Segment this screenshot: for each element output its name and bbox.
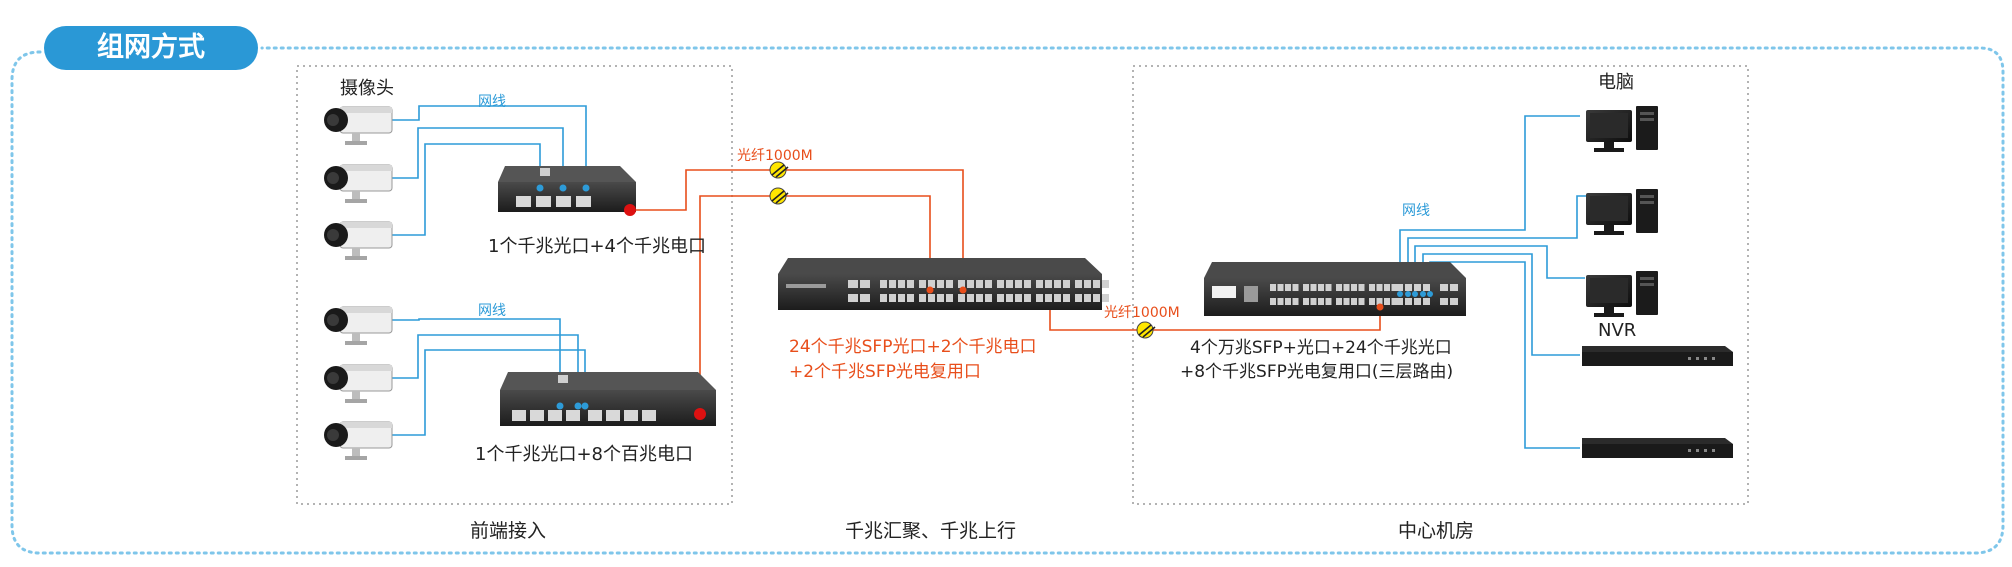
aggregation-switch <box>778 258 1109 310</box>
small-switch <box>498 166 636 216</box>
cable-pc3 <box>1414 245 1585 292</box>
cable-cam1 <box>392 105 587 186</box>
small-switch-caption: 1个千兆光口+4个千兆电口 <box>488 236 706 257</box>
outer-dotted-border <box>10 46 2005 555</box>
fiber-links <box>630 169 1381 410</box>
fiber-markers <box>769 161 1156 339</box>
diagram-title: 组网方式 <box>97 32 205 63</box>
small-switch-fiber-port <box>624 204 636 216</box>
cameras-label: 摄像头 <box>340 78 394 99</box>
fiber-label-top: 光纤1000M <box>737 148 813 164</box>
medium-switch <box>500 372 716 426</box>
zone-center-box <box>1132 65 1749 505</box>
aggregation-switch-caption-line2: +2个千兆SFP光电复用口 <box>789 362 981 382</box>
zone-front-label: 前端接入 <box>470 520 547 542</box>
computer-icon <box>1586 271 1658 317</box>
camera-icon <box>324 106 393 145</box>
zone-aggregation-label: 千兆汇聚、千兆上行 <box>845 520 1017 542</box>
cable-cam2 <box>392 127 564 186</box>
core-switch-caption-line1: 4个万兆SFP+光口+24个千兆光口 <box>1190 338 1452 358</box>
aggregation-switch-caption-line1: 24个千兆SFP光口+2个千兆电口 <box>789 337 1037 357</box>
fiber-small-switch <box>630 169 964 290</box>
fiber-core-uplink <box>1049 306 1381 331</box>
zone-center-label: 中心机房 <box>1398 520 1475 542</box>
camera-icon <box>324 221 393 260</box>
camera-icon <box>324 421 393 460</box>
cable-cam5 <box>392 334 579 404</box>
computers-label: 电脑 <box>1598 72 1634 93</box>
network-cable-label-right: 网线 <box>1402 203 1430 219</box>
zone-front-box <box>296 65 733 505</box>
medium-switch-caption: 1个千兆光口+8个百兆电口 <box>475 444 693 465</box>
computer-group <box>1586 106 1658 317</box>
title-pill <box>44 26 258 70</box>
cable-pc2 <box>1407 195 1588 292</box>
fiber-medium-switch <box>699 195 931 410</box>
cable-cam6 <box>392 349 586 436</box>
cable-cam4 <box>392 318 561 404</box>
computer-icon <box>1586 106 1658 152</box>
nvr-label: NVR <box>1598 320 1637 341</box>
fiber-label-middle: 光纤1000M <box>1104 305 1180 321</box>
network-cable-label-top: 网线 <box>478 94 506 110</box>
camera-group <box>324 106 393 460</box>
cable-cam3 <box>392 143 541 236</box>
camera-icon <box>324 164 393 203</box>
core-switch-caption-line2: +8个千兆SFP光电复用口(三层路由) <box>1180 362 1454 382</box>
camera-icon <box>324 306 393 345</box>
nvr-unit-2 <box>1582 438 1733 458</box>
camera-icon <box>324 364 393 403</box>
cable-pc1 <box>1399 115 1580 292</box>
core-switch <box>1204 262 1466 316</box>
computer-icon <box>1586 189 1658 235</box>
medium-switch-fiber-port <box>694 408 706 420</box>
network-cable-label-bottom: 网线 <box>478 303 506 319</box>
nvr-unit-1 <box>1582 346 1733 366</box>
